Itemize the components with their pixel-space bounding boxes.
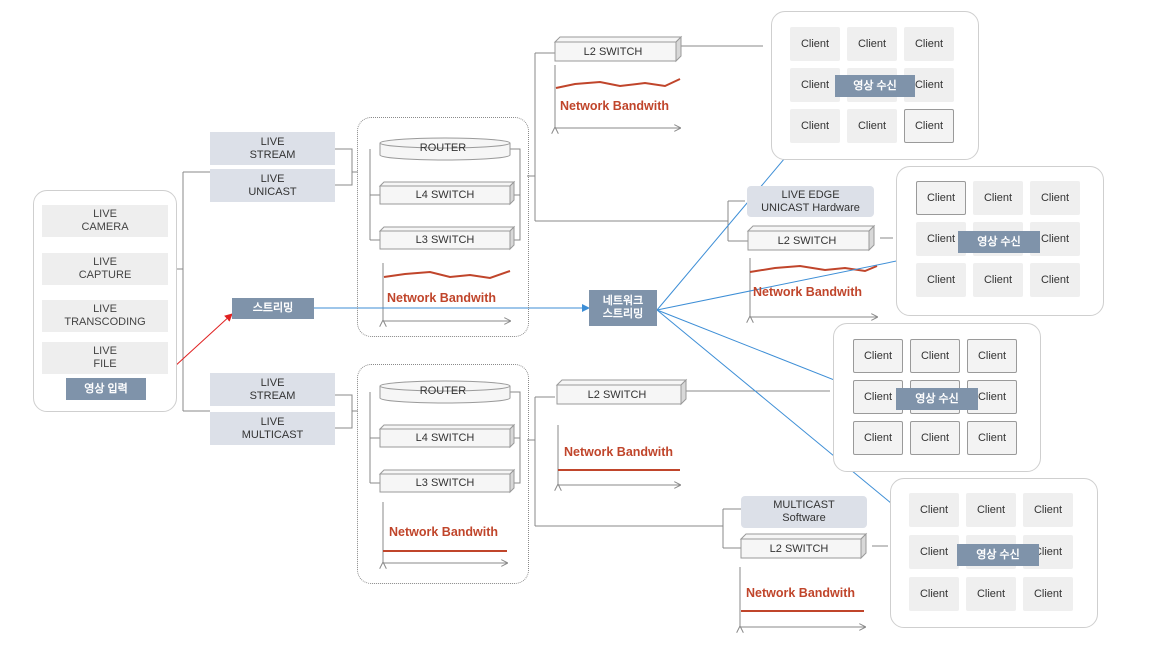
source-live-file: LIVE FILE xyxy=(42,342,168,374)
bandwidth-label-multicast: Network Bandwith xyxy=(746,586,856,600)
client-2-3: Client xyxy=(1030,181,1080,215)
bandwidth-label-lower: Network Bandwith xyxy=(389,525,499,539)
client-4-3: Client xyxy=(1023,493,1073,527)
source-live-capture: LIVE CAPTURE xyxy=(42,253,168,285)
client-1-7: Client xyxy=(790,109,840,143)
bandwidth-label-mid: Network Bandwith xyxy=(564,445,674,459)
top-l2-switch-label: L2 SWITCH xyxy=(583,46,643,58)
client-3-9: Client xyxy=(967,421,1017,455)
source-live-transcoding: LIVE TRANSCODING xyxy=(42,300,168,332)
client-1-9: Client xyxy=(904,109,954,143)
client-2-1: Client xyxy=(916,181,966,215)
video-receive-label-4: 영상 수신 xyxy=(957,544,1039,566)
lower-l3-switch-label: L3 SWITCH xyxy=(415,477,475,489)
client-1-4: Client xyxy=(790,68,840,102)
upper-live-unicast: LIVE UNICAST xyxy=(210,169,335,202)
client-4-1: Client xyxy=(909,493,959,527)
upper-router-label: ROUTER xyxy=(419,142,467,154)
client-1-3: Client xyxy=(904,27,954,61)
bandwidth-label-upper: Network Bandwith xyxy=(387,291,497,305)
client-3-1: Client xyxy=(853,339,903,373)
video-receive-label-2: 영상 수신 xyxy=(958,231,1040,253)
video-input-label: 영상 입력 xyxy=(66,378,146,400)
lower-live-multicast: LIVE MULTICAST xyxy=(210,412,335,445)
client-2-7: Client xyxy=(916,263,966,297)
upper-l3-switch-label: L3 SWITCH xyxy=(415,234,475,246)
video-receive-label-1: 영상 수신 xyxy=(835,75,915,97)
client-2-9: Client xyxy=(1030,263,1080,297)
live-edge-unicast-hardware: LIVE EDGE UNICAST Hardware xyxy=(747,186,874,217)
unicast-l2-switch-label: L2 SWITCH xyxy=(777,235,837,247)
client-3-7: Client xyxy=(853,421,903,455)
bandwidth-label-unicast: Network Bandwith xyxy=(753,285,863,299)
client-2-2: Client xyxy=(973,181,1023,215)
lower-router-label: ROUTER xyxy=(419,385,467,397)
multicast-software: MULTICAST Software xyxy=(741,496,867,528)
client-1-1: Client xyxy=(790,27,840,61)
multicast-l2-switch-label: L2 SWITCH xyxy=(769,543,829,555)
lower-network-group xyxy=(357,364,529,584)
client-1-8: Client xyxy=(847,109,897,143)
client-3-8: Client xyxy=(910,421,960,455)
client-2-8: Client xyxy=(973,263,1023,297)
lower-l4-switch-label: L4 SWITCH xyxy=(415,432,475,444)
upper-network-group xyxy=(357,117,529,337)
mid-l2-switch-label: L2 SWITCH xyxy=(587,389,647,401)
client-3-2: Client xyxy=(910,339,960,373)
video-receive-label-3: 영상 수신 xyxy=(896,388,978,410)
client-3-3: Client xyxy=(967,339,1017,373)
client-4-9: Client xyxy=(1023,577,1073,611)
source-live-camera: LIVE CAMERA xyxy=(42,205,168,237)
client-4-2: Client xyxy=(966,493,1016,527)
client-4-8: Client xyxy=(966,577,1016,611)
lower-live-stream: LIVE STREAM xyxy=(210,373,335,406)
network-streaming-label: 네트워크 스트리밍 xyxy=(589,290,657,326)
upper-live-stream: LIVE STREAM xyxy=(210,132,335,165)
upper-l4-switch-label: L4 SWITCH xyxy=(415,189,475,201)
client-4-4: Client xyxy=(909,535,959,569)
network-devices xyxy=(378,35,876,560)
bandwidth-label-top: Network Bandwith xyxy=(560,99,670,113)
client-1-2: Client xyxy=(847,27,897,61)
streaming-label: 스트리밍 xyxy=(232,298,314,319)
client-4-7: Client xyxy=(909,577,959,611)
